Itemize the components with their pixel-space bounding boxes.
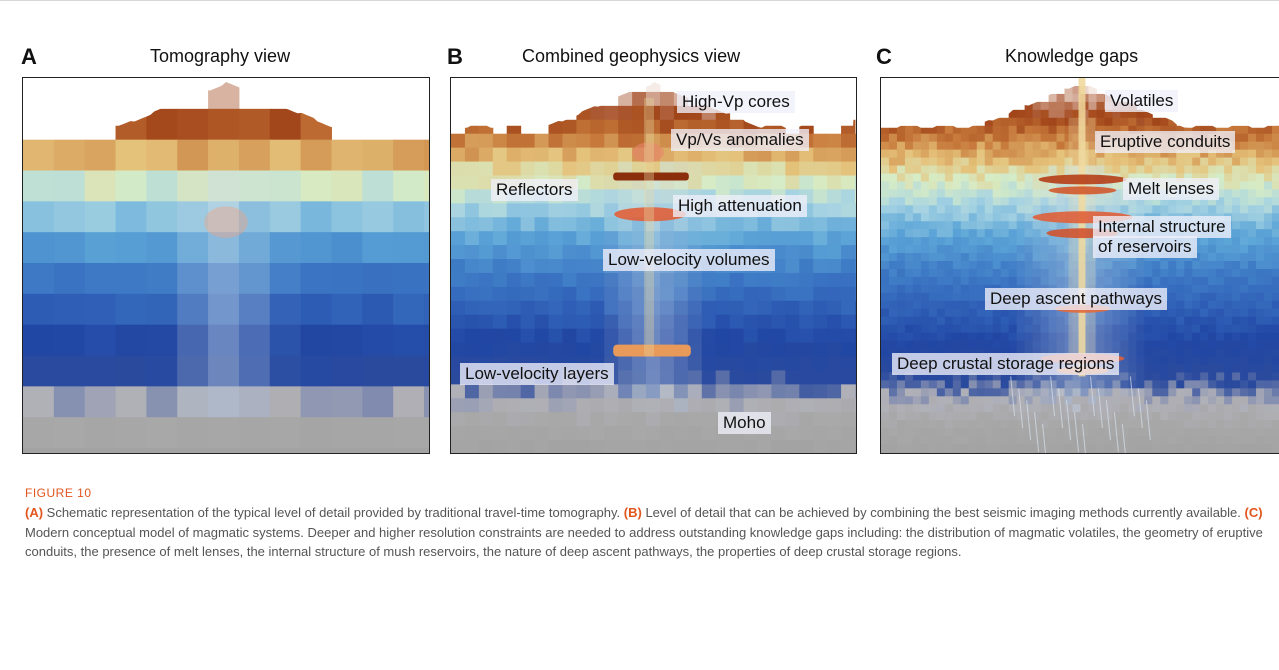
label-internal-structure: Internal structure [1093,216,1231,238]
label-low-velocity-volumes: Low-velocity volumes [603,249,775,271]
panel-c-title: Knowledge gaps [1005,46,1139,66]
caption-tag-b: (B) [623,505,642,520]
figure-label: FIGURE 10 [25,486,92,500]
label-deep-crustal-storage: Deep crustal storage regions [892,353,1120,375]
tomography-image [23,78,429,453]
panel-c-figure: Volatiles Eruptive conduits Melt lenses … [880,77,1279,454]
caption-text-b: Level of detail that can be achieved by … [641,505,1245,520]
label-high-attenuation: High attenuation [673,195,807,217]
caption-text-a: Schematic representation of the typical … [43,505,624,520]
figure-caption: (A) Schematic representation of the typi… [25,503,1265,562]
panel-c-letter: C [876,44,892,69]
label-eruptive-conduits: Eruptive conduits [1095,131,1236,153]
label-volatiles: Volatiles [1105,90,1179,112]
panel-a-letter: A [21,44,37,69]
panel-b-figure: High-Vp cores Vp/Vs anomalies Reflectors… [450,77,857,454]
label-of-reservoirs: of reservoirs [1093,236,1197,258]
conceptual-model-image [881,78,1279,453]
label-vp-vs-anomalies: Vp/Vs anomalies [671,129,809,151]
caption-tag-a: (A) [25,505,44,520]
panel-b-title: Combined geophysics view [522,46,741,66]
combined-geophysics-image [451,78,856,453]
label-deep-ascent-pathways: Deep ascent pathways [985,288,1167,310]
panel-a-title: Tomography view [150,46,291,66]
top-rule [0,0,1279,1]
label-low-velocity-layers: Low-velocity layers [460,363,614,385]
label-melt-lenses: Melt lenses [1123,178,1219,200]
panel-a-figure [22,77,430,454]
caption-tag-c: (C) [1244,505,1263,520]
caption-text-c: Modern conceptual model of magmatic syst… [25,524,1263,560]
panel-b-letter: B [447,44,463,69]
label-reflectors: Reflectors [491,179,578,201]
label-moho: Moho [718,412,771,434]
label-high-vp-cores: High-Vp cores [677,91,795,113]
